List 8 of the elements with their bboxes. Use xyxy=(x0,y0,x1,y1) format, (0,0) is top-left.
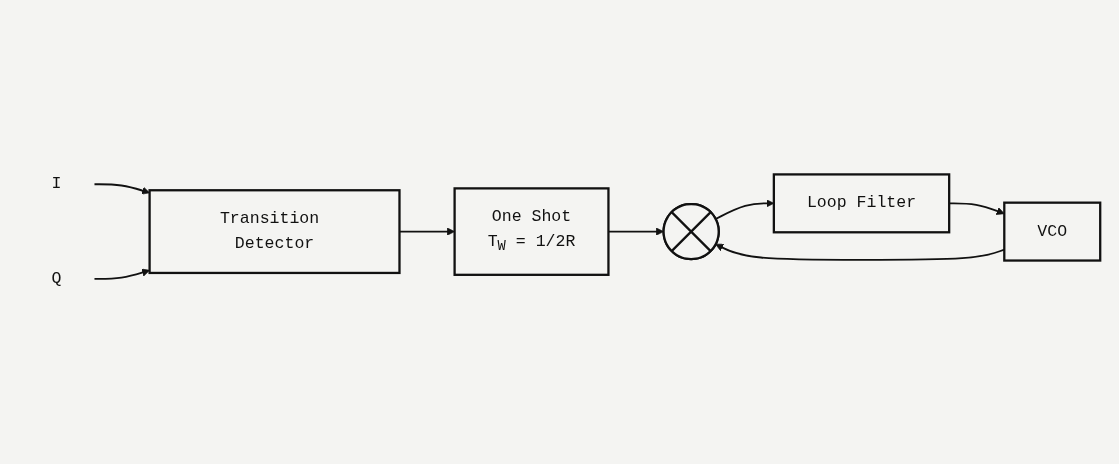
node-box: One Shot T$_{W}$ = 1/2R xyxy=(453,187,610,277)
node-text: Q xyxy=(51,269,62,289)
node-box: VCO xyxy=(1003,201,1102,263)
arrow xyxy=(93,269,151,281)
arrow xyxy=(714,199,775,221)
node-box: Loop Filter xyxy=(772,173,951,234)
node-text: I xyxy=(51,175,62,194)
node-box: Transition Detector xyxy=(148,189,401,275)
